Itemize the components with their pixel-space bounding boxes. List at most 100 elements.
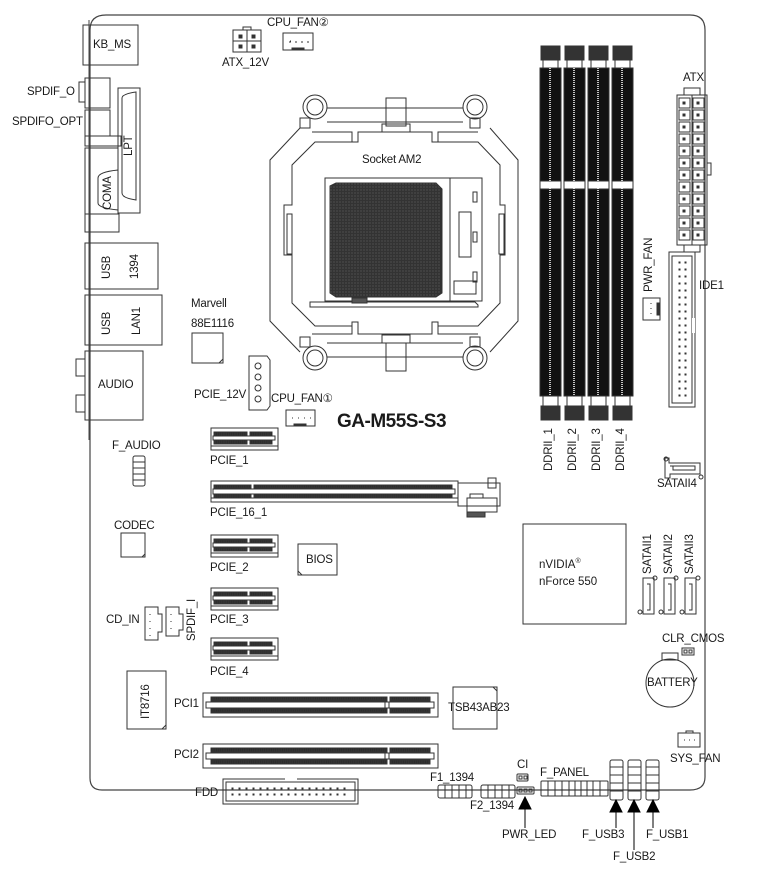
fdd-pin <box>259 793 262 796</box>
f1-1394-header[interactable] <box>437 784 473 799</box>
ddrii-2-label: DDRII_2 <box>567 428 579 471</box>
cpu-fan-1-header[interactable] <box>285 409 316 427</box>
pci1-slot[interactable] <box>202 692 439 718</box>
atx-pin <box>692 229 705 241</box>
ci-jumper[interactable] <box>516 773 529 782</box>
pcie-3-slot[interactable] <box>210 587 279 611</box>
ide-pin <box>678 282 681 285</box>
atx-pin-dot <box>682 113 686 117</box>
f-usb2-header[interactable] <box>627 759 642 801</box>
atx-power-connector[interactable] <box>676 87 712 253</box>
it8716-label: IT8716 <box>140 684 152 719</box>
atx-pin <box>692 181 705 193</box>
pcie-x1-slots <box>210 427 279 661</box>
cd-in-label: CD_IN <box>106 614 140 626</box>
atx-pin-dot <box>696 149 700 153</box>
usb-lan-port[interactable] <box>84 294 163 346</box>
pcie-12v-connector[interactable] <box>248 355 271 411</box>
atx-pin <box>692 145 705 157</box>
ide-pin <box>678 352 681 355</box>
dimm-slot-1[interactable] <box>539 45 562 421</box>
fdd-pin <box>280 787 283 790</box>
f-usb1-label: F_USB1 <box>646 829 689 841</box>
ide-pin <box>684 310 687 313</box>
spdif-i-header[interactable] <box>165 606 184 637</box>
f-panel-header[interactable] <box>540 780 609 797</box>
f-usb1-header[interactable] <box>645 759 660 801</box>
ide1-connector[interactable] <box>668 251 696 408</box>
f-usb3-header[interactable] <box>609 759 624 801</box>
pcie-4-slot[interactable] <box>210 637 279 661</box>
fdd-pin <box>315 787 318 790</box>
audio-port[interactable] <box>84 350 144 421</box>
atx-pin <box>692 205 705 217</box>
dimm-slot-4[interactable] <box>611 45 634 421</box>
pcie-1-label: PCIE_1 <box>210 455 249 467</box>
pcie-2-slot[interactable] <box>210 534 279 558</box>
atx-pin-dot <box>682 197 686 201</box>
codec-chip <box>120 532 146 558</box>
fdd-label: FDD <box>195 787 219 799</box>
fdd-connector[interactable] <box>222 778 359 805</box>
ide-pin <box>678 387 681 390</box>
pci2-slot[interactable] <box>202 743 439 769</box>
fdd-pin <box>287 787 290 790</box>
clr-cmos-jumper[interactable] <box>681 647 695 656</box>
cpu-socket[interactable] <box>269 94 519 372</box>
battery-label: BATTERY <box>647 677 698 689</box>
pwr-fan-header[interactable] <box>642 297 661 321</box>
atx-12v-connector[interactable] <box>232 26 262 53</box>
atx-pin-dot <box>696 197 700 201</box>
fdd-pin <box>245 787 248 790</box>
audio-label: AUDIO <box>98 379 134 391</box>
ide-pin <box>684 331 687 334</box>
sataii-1-connector[interactable] <box>637 575 658 615</box>
cpu-fan-2-header[interactable] <box>282 32 314 51</box>
fdd-pin <box>315 793 318 796</box>
fdd-pin <box>294 787 297 790</box>
f-audio-header[interactable] <box>132 455 146 487</box>
tsb43ab23-label: TSB43AB23 <box>448 702 510 714</box>
sataii4-connector[interactable] <box>663 456 704 480</box>
atx-pin <box>678 133 691 145</box>
pcie-1-slot[interactable] <box>210 427 279 451</box>
ide-pin <box>684 324 687 327</box>
coma-label: COMA <box>102 176 114 210</box>
atx-pin-dot <box>682 221 686 225</box>
ide-pin <box>678 331 681 334</box>
ide-pin <box>678 317 681 320</box>
f2-1394-label: F2_1394 <box>470 800 514 812</box>
ide-pin <box>678 303 681 306</box>
pcie-3-label: PCIE_3 <box>210 614 249 626</box>
pcie-16-1-label: PCIE_16_1 <box>210 507 268 519</box>
pcie-16-1-slot[interactable] <box>210 477 501 518</box>
f2-1394-header[interactable] <box>480 784 516 799</box>
kb-ms-port[interactable] <box>82 24 139 66</box>
ide-pin <box>678 338 681 341</box>
ide-pin <box>678 359 681 362</box>
ide-pin <box>684 387 687 390</box>
f-panel-label: F_PANEL <box>540 767 589 779</box>
cd-in-header[interactable] <box>144 606 163 641</box>
ddrii-3-label: DDRII_3 <box>591 428 603 471</box>
board-model: GA-M55S-S3 <box>337 411 447 432</box>
pci1-label: PCI1 <box>174 698 199 710</box>
dimm-slot-3[interactable] <box>587 45 610 421</box>
atx-pin-dot <box>682 185 686 189</box>
ide-pin <box>684 373 687 376</box>
sys-fan-header[interactable] <box>677 730 701 748</box>
clr-cmos-label: CLR_CMOS <box>662 633 725 645</box>
dimm-slot-2[interactable] <box>563 45 586 421</box>
ide-pin <box>678 310 681 313</box>
sataii-3-connector[interactable] <box>679 575 701 615</box>
ide-pin <box>684 282 687 285</box>
sataii-3-label: SATAII3 <box>684 534 696 574</box>
battery[interactable] <box>645 652 695 708</box>
atx-pin-dot <box>696 161 700 165</box>
sataii-2-connector[interactable] <box>658 575 679 615</box>
usb-1394-port[interactable] <box>84 242 159 290</box>
pcie-2-label: PCIE_2 <box>210 562 249 574</box>
f-usb1-arrow <box>646 798 660 828</box>
pwr-led-header[interactable] <box>516 786 535 795</box>
